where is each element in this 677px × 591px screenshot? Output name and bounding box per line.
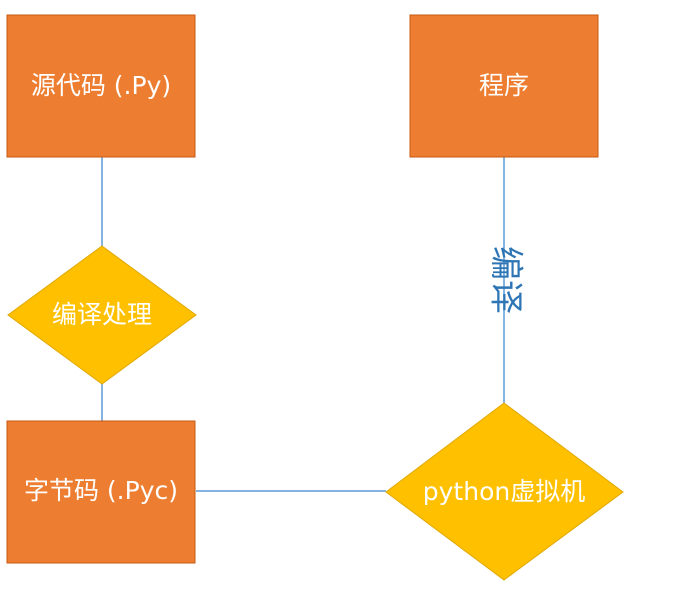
node-bytecode: 字节码 (.Pyc)	[6, 420, 196, 564]
compile-process-diamond	[7, 245, 197, 385]
python-vm-label: python虚拟机	[423, 477, 585, 506]
compile-process-label: 编译处理	[52, 300, 152, 329]
node-compile-process: 编译处理	[7, 245, 197, 385]
node-python-vm: python虚拟机	[385, 402, 624, 581]
bytecode-box	[6, 420, 196, 564]
source-code-label: 源代码 (.Py)	[31, 71, 171, 100]
node-program: 程序	[409, 14, 599, 158]
edge-label-compile: 编译	[486, 246, 526, 314]
bytecode-label: 字节码 (.Pyc)	[24, 476, 178, 505]
python-vm-diamond	[385, 402, 624, 581]
source-code-box	[6, 14, 196, 158]
node-source-code: 源代码 (.Py)	[6, 14, 196, 158]
program-label: 程序	[479, 71, 529, 100]
program-box	[409, 14, 599, 158]
